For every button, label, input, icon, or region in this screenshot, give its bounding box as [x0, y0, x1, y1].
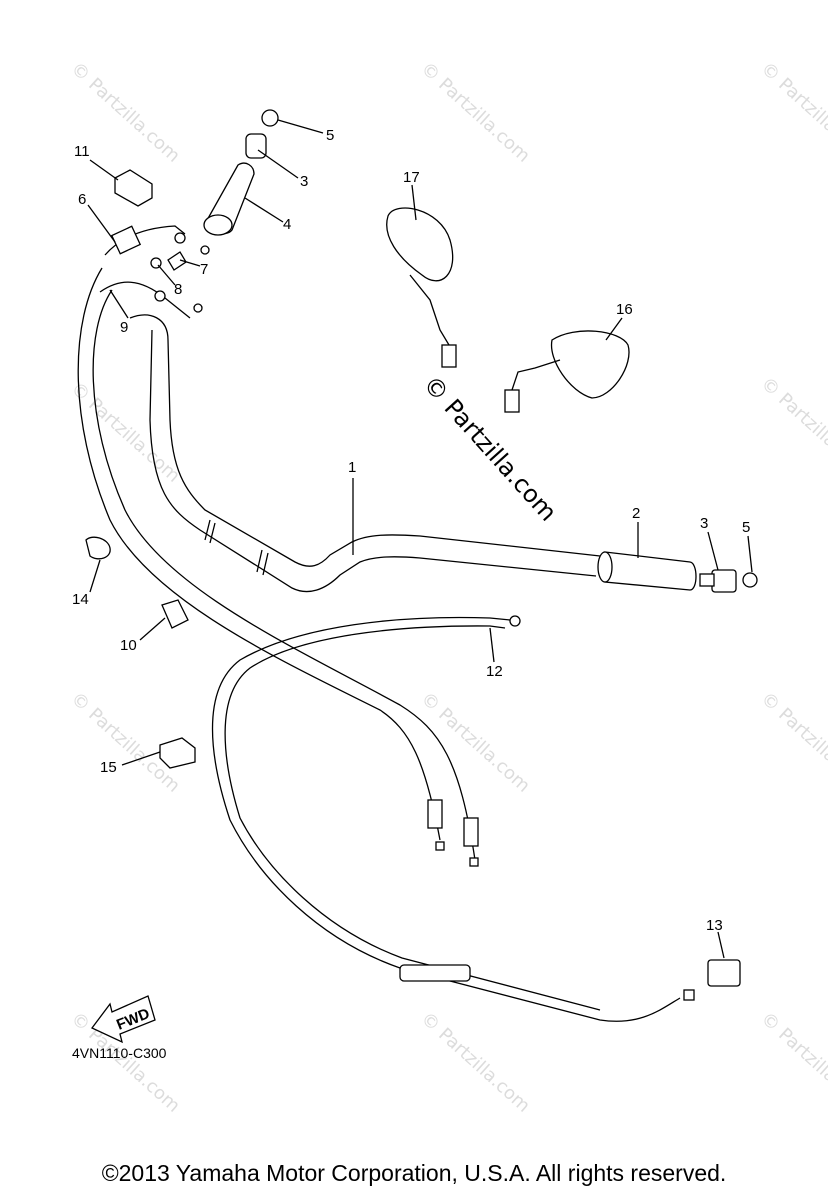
- clutch-cable-part-12[interactable]: [211, 615, 681, 1022]
- holder-part-15[interactable]: [159, 737, 196, 769]
- callout-9: 9: [120, 319, 128, 336]
- callout-7: 7: [200, 261, 208, 278]
- screw-part-5-right[interactable]: [742, 572, 758, 588]
- callout-6: 6: [78, 191, 86, 208]
- leader-lines: [87, 119, 753, 959]
- copyright-notice: ©2013 Yamaha Motor Corporation, U.S.A. A…: [101, 1160, 727, 1186]
- bar-end-part-3-right[interactable]: [699, 569, 737, 593]
- callout-3-top: 3: [300, 173, 308, 190]
- callout-5-top: 5: [326, 127, 334, 144]
- callout-14: 14: [72, 591, 89, 608]
- callout-3-right: 3: [700, 515, 708, 532]
- watermark: © Partzilla.com: [757, 373, 828, 482]
- clip-part-14[interactable]: [85, 536, 111, 560]
- throttle-cables[interactable]: [77, 267, 479, 867]
- callout-17: 17: [403, 169, 420, 186]
- watermark: © Partzilla.com: [757, 1008, 828, 1117]
- cable-housing-part-6[interactable]: [104, 225, 210, 256]
- watermark: © Partzilla.com: [757, 688, 828, 797]
- diagram-code: 4VN1110-C300: [72, 1045, 167, 1061]
- callout-labels: 1 2 3 3 4 5 5 6 7 8 9 10 11 12 13 14 15 …: [72, 127, 750, 934]
- grip-part-2[interactable]: [597, 551, 697, 591]
- switch-part-13[interactable]: [683, 959, 741, 1001]
- fwd-arrow: FWD: [90, 995, 156, 1044]
- callout-4: 4: [283, 216, 291, 233]
- watermark: © Partzilla.com: [417, 688, 534, 797]
- callout-10: 10: [120, 637, 137, 654]
- watermark: © Partzilla.com: [757, 58, 828, 167]
- center-watermark: © Partzilla.com: [418, 370, 563, 526]
- watermark: © Partzilla.com: [417, 1008, 534, 1117]
- callout-13: 13: [706, 917, 723, 934]
- callout-12: 12: [486, 663, 503, 680]
- handlebar-part-1[interactable]: [129, 314, 601, 593]
- clamp-part-11[interactable]: [114, 169, 153, 207]
- callout-1: 1: [348, 459, 356, 476]
- watermark: © Partzilla.com: [417, 58, 534, 167]
- callout-2: 2: [632, 505, 640, 522]
- mirror-part-17[interactable]: [386, 207, 457, 368]
- callout-5-right: 5: [742, 519, 750, 536]
- clip-part-10[interactable]: [161, 599, 189, 629]
- screw-part-5-top[interactable]: [261, 109, 279, 127]
- callout-8: 8: [174, 281, 182, 298]
- callout-11: 11: [74, 143, 90, 160]
- throttle-grip-part-4[interactable]: [203, 162, 255, 236]
- bar-end-part-3-top[interactable]: [245, 133, 267, 159]
- callout-15: 15: [100, 759, 117, 776]
- mirror-part-16[interactable]: [504, 330, 630, 413]
- cable-end-part-9[interactable]: [99, 281, 203, 319]
- callout-16: 16: [616, 301, 633, 318]
